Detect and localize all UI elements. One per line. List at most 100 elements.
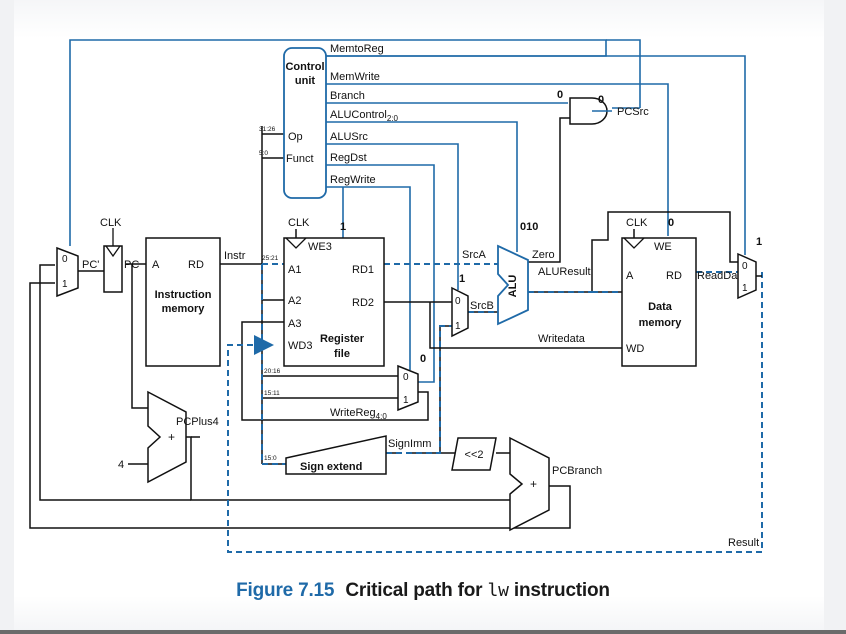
- signal-signimm: SignImm: [388, 438, 431, 450]
- svg-text:WD3: WD3: [288, 340, 312, 352]
- value-alusrc: 1: [459, 273, 465, 285]
- clk-dmem: CLK: [626, 217, 648, 229]
- signal-writedata: Writedata: [538, 333, 586, 345]
- instruction-memory: A RD Instruction memory: [145, 237, 221, 367]
- value-memtoreg: 1: [756, 236, 762, 248]
- pc-register: [103, 228, 123, 293]
- signal-pc: PC: [124, 259, 139, 271]
- bits-op: 31:26: [259, 126, 276, 133]
- svg-text:Data: Data: [648, 301, 673, 313]
- svg-text:A1: A1: [288, 264, 301, 276]
- caption-text-after: instruction: [513, 580, 610, 601]
- signal-memwrite: MemWrite: [330, 71, 380, 83]
- imem-rd-port: RD: [188, 259, 204, 271]
- shift-left-2: <<2: [451, 437, 497, 471]
- svg-text:file: file: [334, 348, 350, 360]
- value-alucontrol: 010: [520, 221, 538, 233]
- const-four: 4: [118, 459, 124, 471]
- data-wires: [29, 117, 738, 529]
- funct-label: Funct: [286, 153, 314, 165]
- clk-regfile: CLK: [288, 217, 310, 229]
- alu: ALU: [497, 244, 529, 326]
- right-margin-band: [824, 0, 846, 634]
- signal-writereg: WriteReg4:0: [330, 407, 387, 421]
- signal-readdata: ReadData: [697, 270, 747, 282]
- svg-text:Sign extend: Sign extend: [300, 461, 362, 473]
- signal-pcbranch: PCBranch: [552, 465, 602, 477]
- signal-pcplus4: PCPlus4: [176, 416, 219, 428]
- svg-text:A3: A3: [288, 318, 301, 330]
- imem-title: Instruction: [155, 289, 212, 301]
- signal-branch: Branch: [330, 90, 365, 102]
- register-file: WE3 A1 RD1 A2 RD2 A3 WD3 Register file: [283, 237, 385, 367]
- svg-text:RD1: RD1: [352, 264, 374, 276]
- clk-pc: CLK: [100, 217, 122, 229]
- signal-instr: Instr: [224, 250, 246, 262]
- srcb-mux: 0 1: [451, 286, 469, 338]
- data-memory: WE A RD Data memory WD: [621, 237, 697, 367]
- value-branch: 0: [557, 89, 563, 101]
- signal-result: Result: [728, 537, 759, 549]
- sign-extend: Sign extend: [285, 435, 387, 475]
- bit-range-labels: 31:26 5:0 25:21 20:16 15:11 15:0: [259, 126, 281, 462]
- control-unit-title: Control: [285, 61, 324, 73]
- signal-srca: SrcA: [462, 249, 487, 261]
- signal-pc-prime: PC': [82, 259, 99, 271]
- control-unit: Control unit Op Funct: [283, 47, 327, 199]
- svg-text:0: 0: [62, 254, 68, 265]
- svg-text:WE: WE: [654, 241, 672, 253]
- value-and-out: 0: [598, 94, 604, 106]
- signal-alusrc: ALUSrc: [330, 131, 368, 143]
- svg-text:+: +: [530, 477, 537, 491]
- pcplus4-adder: +: [147, 390, 187, 484]
- control-unit-title2: unit: [295, 75, 315, 87]
- signal-alucontrol: ALUControl2:0: [330, 109, 399, 123]
- pc-mux: 0 1: [56, 246, 79, 298]
- svg-text:A2: A2: [288, 295, 301, 307]
- svg-text:A: A: [626, 270, 634, 282]
- result-mux: 0 1: [737, 252, 757, 300]
- bits-rd: 15:11: [264, 390, 280, 397]
- and-gate: [569, 97, 612, 125]
- signal-zero: Zero: [532, 249, 555, 261]
- svg-text:1: 1: [742, 283, 748, 294]
- svg-text:0: 0: [403, 372, 409, 383]
- signal-pcsrc: PCSrc: [617, 106, 649, 118]
- figure-caption: Figure 7.15 Critical path for lw instruc…: [0, 580, 846, 602]
- bits-imm: 15:0: [264, 455, 277, 462]
- signal-srcb: SrcB: [470, 300, 494, 312]
- caption-text-before: Critical path for: [345, 580, 483, 601]
- signal-memtoreg: MemtoReg: [330, 43, 384, 55]
- svg-text:Register: Register: [320, 333, 365, 345]
- bits-rs: 25:21: [262, 255, 279, 262]
- svg-text:ALU: ALU: [507, 275, 519, 298]
- control-wires: [69, 39, 746, 383]
- svg-text:1: 1: [455, 321, 461, 332]
- svg-text:1: 1: [62, 279, 68, 290]
- svg-text:RD: RD: [666, 270, 682, 282]
- value-memwrite: 0: [668, 217, 674, 229]
- svg-text:WE3: WE3: [308, 241, 332, 253]
- signal-regdst: RegDst: [330, 152, 367, 164]
- bits-rt: 20:16: [264, 368, 281, 375]
- pcbranch-adder: +: [509, 436, 550, 532]
- imem-a-port: A: [152, 259, 160, 271]
- svg-text:0: 0: [455, 296, 461, 307]
- op-label: Op: [288, 131, 303, 143]
- bottom-border: [0, 630, 846, 634]
- control-signal-labels: MemtoReg MemWrite Branch ALUControl2:0 A…: [330, 43, 399, 186]
- figure-number: Figure 7.15: [236, 580, 335, 601]
- signal-regwrite: RegWrite: [330, 174, 376, 186]
- left-margin-band: [0, 0, 14, 634]
- svg-text:<<2: <<2: [465, 449, 484, 461]
- writereg-mux: 0 1: [397, 364, 419, 412]
- svg-text:1: 1: [403, 395, 409, 406]
- svg-text:memory: memory: [639, 317, 683, 329]
- svg-text:RD2: RD2: [352, 297, 374, 309]
- svg-text:WD: WD: [626, 343, 644, 355]
- bits-funct: 5:0: [259, 150, 268, 157]
- value-regwrite: 1: [340, 221, 346, 233]
- datapath-diagram: Control unit Op Funct MemtoReg MemWrite …: [29, 39, 763, 553]
- value-regdst: 0: [420, 353, 426, 365]
- svg-text:+: +: [168, 430, 175, 444]
